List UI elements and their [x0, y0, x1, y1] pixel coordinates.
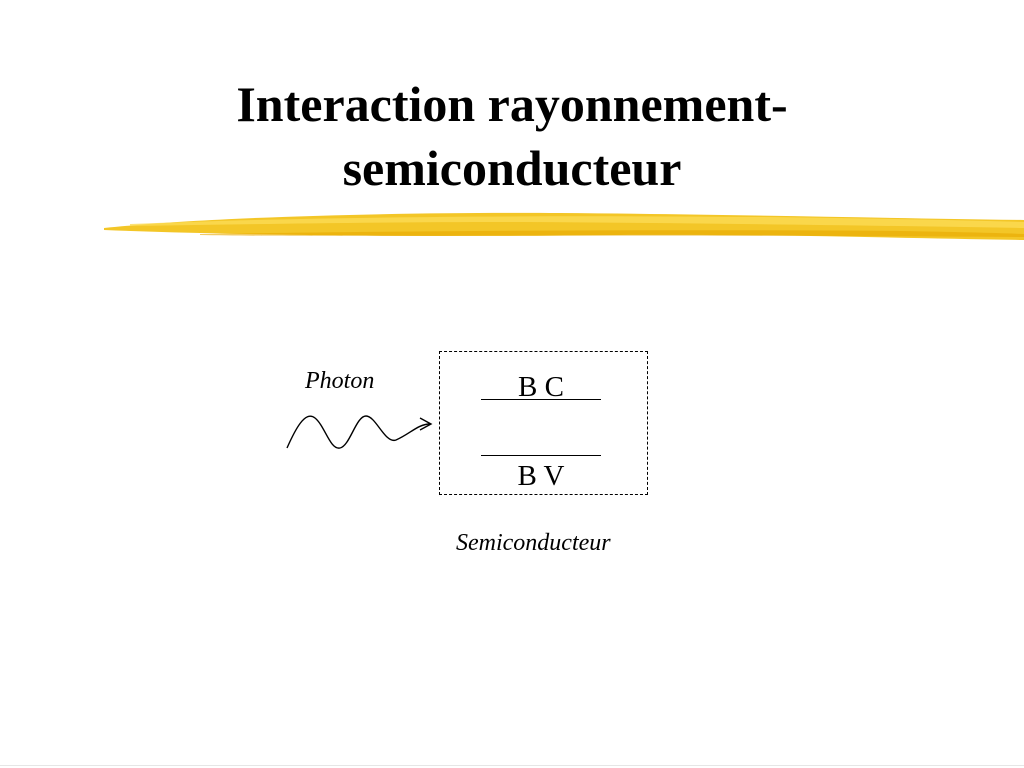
title-line-2: semiconducteur [342, 140, 682, 196]
valence-band-line [481, 455, 601, 456]
title-line-1: Interaction rayonnement- [236, 76, 788, 132]
semiconductor-box [439, 351, 648, 495]
photon-label: Photon [305, 368, 375, 394]
conduction-band-label: B C [518, 371, 564, 403]
bottom-divider [0, 765, 1024, 766]
valence-band-label: B V [517, 460, 565, 492]
slide-title: Interaction rayonnement- semiconducteur [0, 72, 1024, 200]
conduction-band-line [481, 399, 601, 400]
highlighter-stroke [104, 212, 1024, 240]
semiconductor-label: Semiconducteur [456, 530, 611, 556]
